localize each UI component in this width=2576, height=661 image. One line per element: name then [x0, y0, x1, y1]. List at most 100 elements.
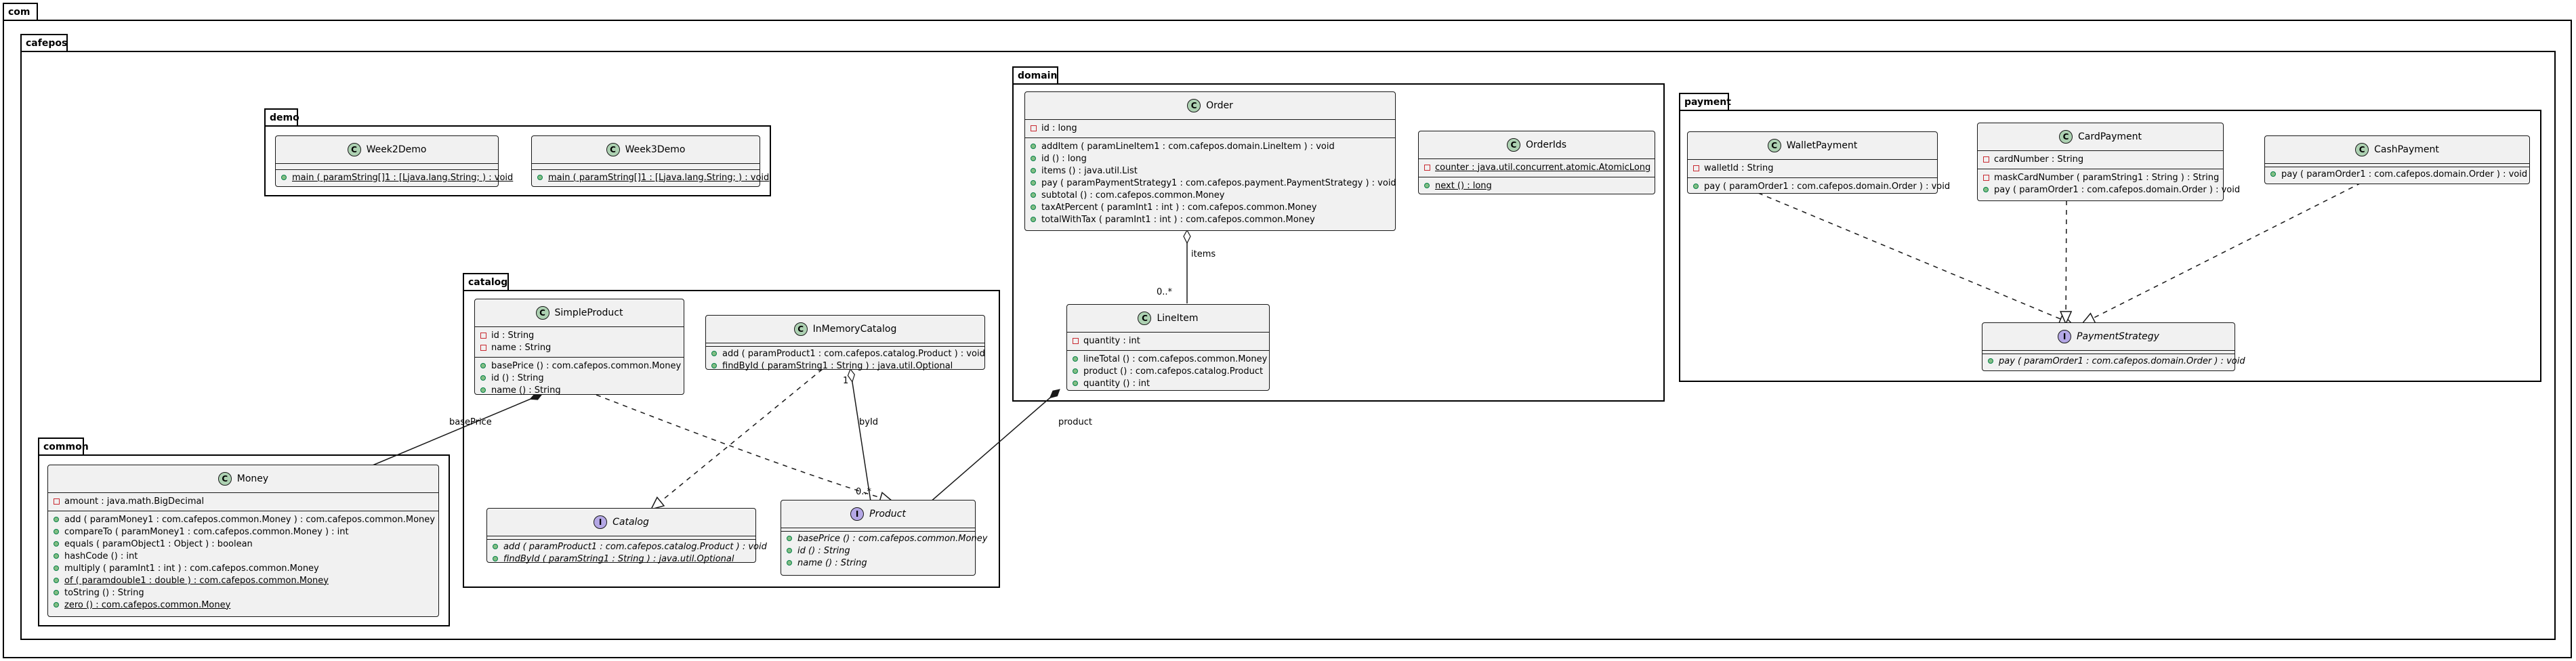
method: findById ( paramString1 : String ) : jav… — [503, 553, 734, 564]
method: basePrice () : com.cafepos.common.Money — [797, 533, 988, 544]
public-icon — [1693, 184, 1699, 189]
interface-icon: I — [850, 507, 865, 521]
method: name () : String — [797, 557, 867, 568]
public-icon — [711, 351, 717, 356]
public-icon — [787, 548, 792, 553]
public-icon — [54, 541, 59, 547]
public-icon — [480, 363, 486, 368]
method: hashCode () : int — [64, 551, 138, 561]
class-icon: C — [1767, 139, 1781, 152]
public-icon — [54, 529, 59, 534]
realization-inmemorycatalog-catalog — [650, 368, 823, 511]
label-byid-multiplicity-bottom: 0..* — [856, 487, 872, 497]
public-icon — [787, 536, 792, 541]
class-icon: C — [217, 472, 232, 486]
public-icon — [1031, 168, 1036, 173]
field: id : String — [491, 330, 535, 341]
method: product () : com.cafepos.catalog.Product — [1083, 366, 1264, 377]
public-icon — [1073, 368, 1078, 374]
public-icon — [480, 375, 486, 381]
label-items-multiplicity: 0..* — [1157, 287, 1173, 297]
public-icon — [54, 553, 59, 559]
package-catalog — [463, 290, 1000, 588]
package-tab-domain: domain — [1012, 66, 1058, 84]
composition-simpleproduct-money — [372, 394, 542, 466]
public-icon — [2270, 171, 2276, 177]
method: pay ( paramOrder1 : com.cafepos.domain.O… — [1994, 184, 2241, 195]
private-icon — [1983, 156, 1989, 162]
package-demo — [264, 125, 771, 196]
public-icon — [54, 590, 59, 595]
public-icon — [1031, 180, 1036, 186]
method: add ( paramMoney1 : com.cafepos.common.M… — [64, 514, 435, 525]
method: id () : String — [797, 545, 850, 556]
class-icon: C — [2355, 143, 2369, 156]
method: quantity () : int — [1083, 378, 1150, 389]
field: counter : java.util.concurrent.atomic.At… — [1435, 162, 1651, 173]
realization-walletpayment-paymentstrategy — [1758, 192, 2073, 325]
package-com — [3, 20, 2572, 658]
method: add ( paramProduct1 : com.cafepos.catalo… — [503, 541, 767, 552]
method: addItem ( paramLineItem1 : com.cafepos.d… — [1041, 141, 1335, 152]
public-icon — [1031, 192, 1036, 198]
class-icon: C — [2058, 130, 2073, 144]
private-icon — [1983, 175, 1989, 180]
method: main ( paramString[]1 : [Ljava.lang.Stri… — [548, 172, 770, 183]
public-icon — [54, 566, 59, 571]
field: id : long — [1041, 123, 1077, 133]
method: id () : long — [1041, 153, 1087, 164]
class-icon: C — [535, 306, 549, 320]
composition-lineitem-product — [929, 389, 1060, 503]
class-icon: C — [793, 322, 808, 336]
public-icon — [1424, 183, 1430, 188]
public-icon — [54, 602, 59, 607]
package-tab-demo: demo — [264, 108, 299, 126]
realization-simpleproduct-product — [596, 394, 894, 504]
method: name () : String — [491, 385, 561, 396]
interface-icon: I — [594, 515, 608, 529]
method: multiply ( paramInt1 : int ) : com.cafep… — [64, 563, 319, 574]
method: pay ( paramPaymentStrategy1 : com.cafepo… — [1041, 177, 1396, 188]
method: toString () : String — [64, 587, 144, 598]
label-byid: byId — [859, 417, 879, 427]
private-icon — [1424, 165, 1430, 170]
public-icon — [1983, 187, 1989, 192]
method: compareTo ( paramMoney1 : com.cafepos.co… — [64, 526, 349, 537]
package-common — [38, 454, 450, 626]
public-icon — [493, 556, 498, 561]
package-domain — [1012, 83, 1665, 402]
public-icon — [480, 387, 486, 393]
public-icon — [711, 363, 717, 368]
public-icon — [1073, 381, 1078, 386]
method: zero () : com.cafepos.common.Money — [64, 599, 231, 610]
method: findById ( paramString1 : String ) : jav… — [722, 360, 953, 371]
public-icon — [1988, 358, 1993, 364]
method: pay ( paramOrder1 : com.cafepos.domain.O… — [2281, 169, 2528, 179]
method: taxAtPercent ( paramInt1 : int ) : com.c… — [1041, 202, 1317, 213]
private-icon — [480, 345, 486, 350]
field: quantity : int — [1083, 335, 1140, 346]
package-tab-payment: payment — [1679, 93, 1731, 110]
package-tab-cafepos: cafepos — [20, 34, 68, 51]
public-icon — [1031, 205, 1036, 210]
private-icon — [54, 498, 59, 504]
method: basePrice () : com.cafepos.common.Money — [491, 360, 682, 371]
method: add ( paramProduct1 : com.cafepos.catalo… — [722, 348, 985, 359]
realization-cashpayment-paymentstrategy — [2081, 182, 2362, 324]
method: totalWithTax ( paramInt1 : int ) : com.c… — [1041, 214, 1315, 225]
